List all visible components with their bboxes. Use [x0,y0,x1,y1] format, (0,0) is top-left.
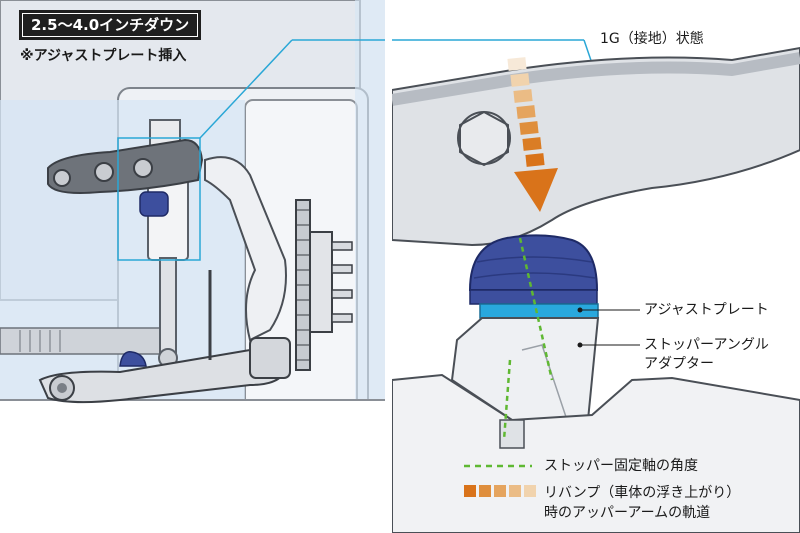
lowering-badge: 2.5〜4.0インチダウン [19,10,202,40]
suspension-overview-drawing [0,0,385,533]
ball-joint [249,337,291,379]
upper-arm-bushing-2 [94,162,114,182]
stopper-axis-line [518,237,554,381]
stopper-closeup-panel: 1G（接地）状態 アジャストプレート ストッパーアングル アダプター ストッパー… [392,0,800,533]
bump-stopper-ribs [473,256,596,279]
legend-dashed-label: ストッパー固定軸の角度 [544,458,698,474]
label-1g-state: 1G（接地）状態 [600,31,704,47]
suspension-overview-panel: 2.5〜4.0インチダウン ※アジャストプレート挿入 [0,0,385,533]
leader-dot-adjust-plate [577,307,583,313]
drive-shaft [0,327,161,355]
shaft-boot [19,330,61,352]
floor-area [0,400,385,533]
adapter-edge [521,344,568,421]
stopper-closeup-drawing [392,39,800,533]
adapter-axis-line [502,359,512,441]
label-stopper-adapter-line2: アダプター [644,356,714,372]
upper-arm-closeup [392,46,800,247]
label-stopper-adapter-line1: ストッパーアングル [644,337,769,353]
zoom-leader-line [199,39,293,139]
bump-stopper-lower [119,351,147,367]
upper-arm [47,138,204,194]
panel-divider [385,0,392,533]
zoom-highlight-box [117,137,201,261]
rebound-arrow [507,57,558,212]
legend-gradient-label-line2: 時のアッパーアームの軌道 [544,505,711,521]
label-adjust-plate: アジャストプレート [644,302,769,318]
legend-gradient-swatch [464,485,536,497]
lower-arm-bolt [57,383,67,393]
bolt-washer [457,111,511,165]
legend-gradient-label-line1: リバンプ（車体の浮き上がり） [544,485,741,501]
upper-arm-bushing-3 [133,158,153,178]
rotor-vents [296,209,310,361]
wheel-studs [331,241,353,323]
upper-arm-bushing-1 [53,169,71,187]
steering-knuckle [204,156,287,342]
bump-stopper [468,234,599,291]
leader-dot-stopper-adapter [577,342,583,348]
wheel-hub [309,231,333,333]
shock-rod [159,257,177,359]
adjust-plate-note: ※アジャストプレート挿入 [20,48,187,64]
upper-arm-highlight [392,52,800,106]
bump-stopper-upper [139,191,169,217]
